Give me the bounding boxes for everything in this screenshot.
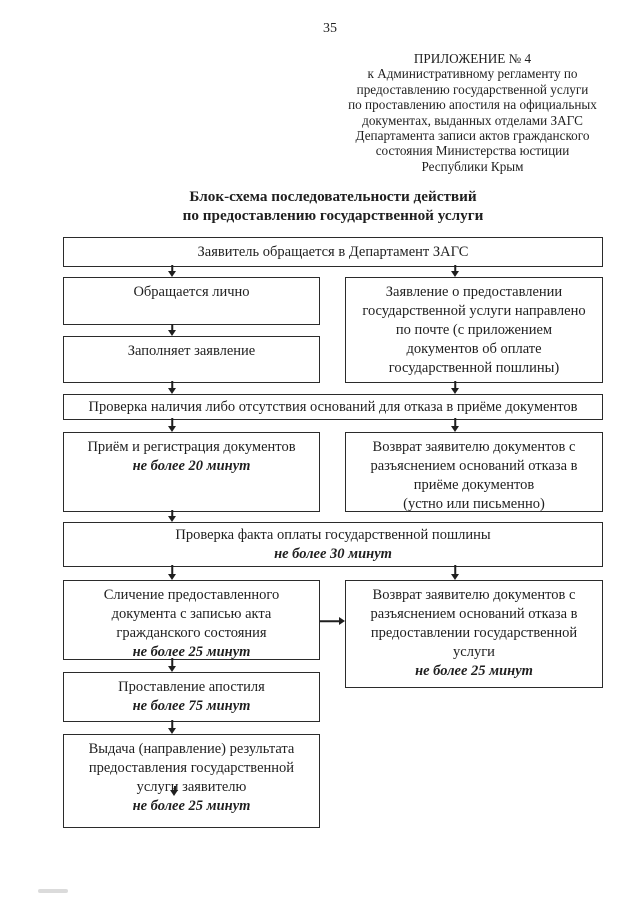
arrow-down-icon xyxy=(167,325,177,336)
arrow-down-icon xyxy=(167,266,177,277)
header-line: Департамента записи актов гражданского xyxy=(355,128,590,144)
flow-box-compare-document-duration: не более 25 минут xyxy=(132,644,251,660)
flow-box-return-refuse-service-duration: не более 25 минут xyxy=(415,663,533,679)
flow-box-check-payment-duration: не более 30 минут xyxy=(274,545,392,562)
header-line: по проставлению апостиля на официальных xyxy=(348,97,597,113)
header-line: к Административному регламенту по xyxy=(367,66,578,82)
flow-box-start-text: Заявитель обращается в Департамент ЗАГС xyxy=(197,243,469,260)
flow-box-accept-register-text: Приём и регистрация документов xyxy=(87,439,296,455)
flow-box-fill-application-text: Заполняет заявление xyxy=(127,343,256,359)
flow-box-return-refuse-accept-text: Возврат заявителю документов с разъяснен… xyxy=(370,439,578,512)
flow-box-compare-document: Сличение предоставленного документа с за… xyxy=(63,580,320,660)
arrow-right-icon xyxy=(320,616,345,626)
flow-box-issue-result: Выдача (направление) результата предоста… xyxy=(63,734,320,828)
flow-box-issue-result-duration: не более 25 минут xyxy=(132,798,251,814)
arrow-down-icon xyxy=(450,266,460,277)
flow-box-return-refuse-service-text: Возврат заявителю документов с разъяснен… xyxy=(370,587,578,660)
flow-box-return-refuse-accept: Возврат заявителю документов с разъяснен… xyxy=(345,432,603,512)
page-number: 35 xyxy=(323,21,337,36)
flow-box-compare-document-text: Сличение предоставленного документа с за… xyxy=(103,587,280,641)
flow-box-apostille-text: Проставление апостиля xyxy=(118,679,265,695)
flow-box-check-payment-text: Проверка факта оплаты государственной по… xyxy=(175,526,491,543)
flow-box-accept-register-duration: не более 20 минут xyxy=(132,458,251,474)
flow-box-apostille: Проставление апостиля не более 75 минут xyxy=(63,672,320,722)
flowchart-title: Блок-схема последовательности действий п… xyxy=(63,188,603,225)
flow-box-in-person-text: Обращается лично xyxy=(133,284,250,300)
header-line: Республики Крым xyxy=(421,158,524,174)
flow-box-issue-result-text: Выдача (направление) результата предоста… xyxy=(88,741,295,795)
arrow-down-icon xyxy=(167,382,177,394)
flow-box-apostille-duration: не более 75 минут xyxy=(132,698,251,714)
flow-box-in-person: Обращается лично xyxy=(63,277,320,325)
flow-box-check-payment: Проверка факта оплаты государственной по… xyxy=(63,522,603,567)
flow-box-mail-application: Заявление о предоставлении государственн… xyxy=(345,277,603,383)
flow-box-start: Заявитель обращается в Департамент ЗАГС xyxy=(63,237,603,267)
flow-box-check-grounds: Проверка наличия либо отсутствия основан… xyxy=(63,394,603,420)
flow-box-check-grounds-text: Проверка наличия либо отсутствия основан… xyxy=(88,398,578,415)
flow-box-return-refuse-service: Возврат заявителю документов с разъяснен… xyxy=(345,580,603,688)
header-line: предоставлению государственной услуги xyxy=(356,81,589,97)
flow-box-mail-application-text: Заявление о предоставлении государственн… xyxy=(362,284,586,376)
scan-artifact-smudge xyxy=(38,889,68,893)
header-line: состояния Министерства юстиции xyxy=(375,143,570,159)
arrow-down-icon xyxy=(450,382,460,394)
arrow-down-icon xyxy=(167,659,177,672)
header-line: ПРИЛОЖЕНИЕ № 4 xyxy=(413,51,532,66)
arrow-down-icon xyxy=(450,419,460,432)
arrow-down-icon xyxy=(167,721,177,734)
flowchart-title-line2: по предоставлению государственной услуги xyxy=(182,206,484,224)
arrow-down-icon xyxy=(450,566,460,580)
arrow-down-icon xyxy=(167,511,177,522)
appendix-header: ПРИЛОЖЕНИЕ № 4 к Административному регла… xyxy=(325,51,620,174)
arrow-down-icon xyxy=(167,566,177,580)
header-line: документах, выданных отделами ЗАГС xyxy=(362,112,583,128)
arrow-down-icon xyxy=(167,419,177,432)
flow-box-fill-application: Заполняет заявление xyxy=(63,336,320,383)
flow-box-accept-register: Приём и регистрация документов не более … xyxy=(63,432,320,512)
flowchart-title-line1: Блок-схема последовательности действий xyxy=(189,188,477,205)
